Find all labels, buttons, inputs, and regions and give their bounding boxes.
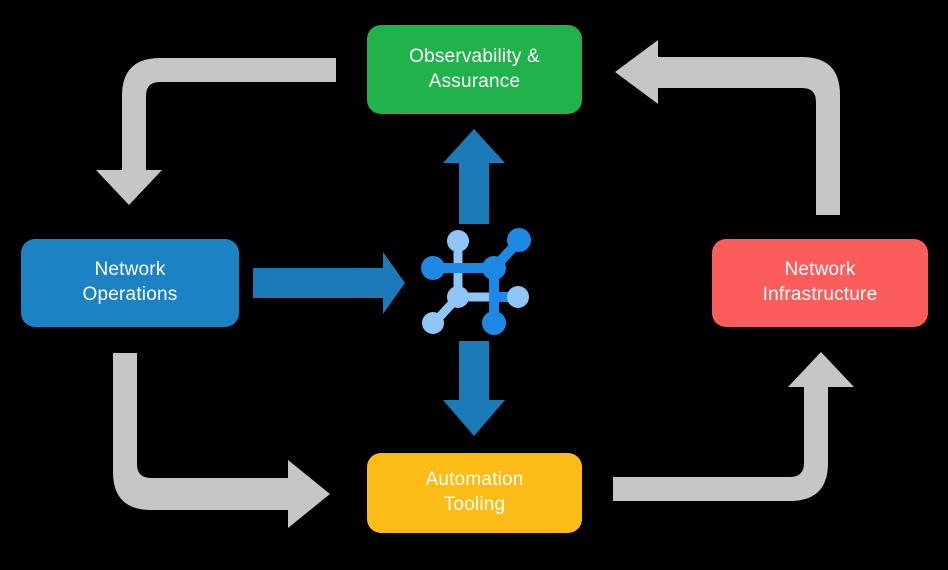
gray-arrow-operations-to-automation [113, 353, 330, 528]
node-label-operations: Network Operations [82, 259, 178, 305]
blue-arrow-center-to-automation [443, 341, 505, 436]
node-label-infrastructure: Network Infrastructure [762, 259, 878, 305]
node-label-automation: Automation Tooling [425, 469, 524, 515]
blue-arrow-center-to-observability [443, 129, 505, 224]
gray-arrow-observability-to-operations [96, 58, 336, 205]
node-box-observability[interactable]: Observability & Assurance [367, 25, 582, 114]
blue-arrow-operations-to-center [253, 252, 405, 314]
node-box-infrastructure[interactable]: Network Infrastructure [712, 239, 928, 327]
gray-arrow-automation-to-infrastructure [613, 352, 854, 501]
node-label-observability: Observability & Assurance [409, 45, 540, 92]
gray-arrow-infrastructure-to-observability [615, 40, 840, 215]
node-box-automation[interactable]: Automation Tooling [367, 453, 582, 533]
topology-light-edges [429, 237, 500, 327]
topology-dark-nodes [421, 228, 531, 335]
node-box-operations[interactable]: Network Operations [21, 239, 239, 327]
topology-light-nodes [422, 230, 529, 334]
